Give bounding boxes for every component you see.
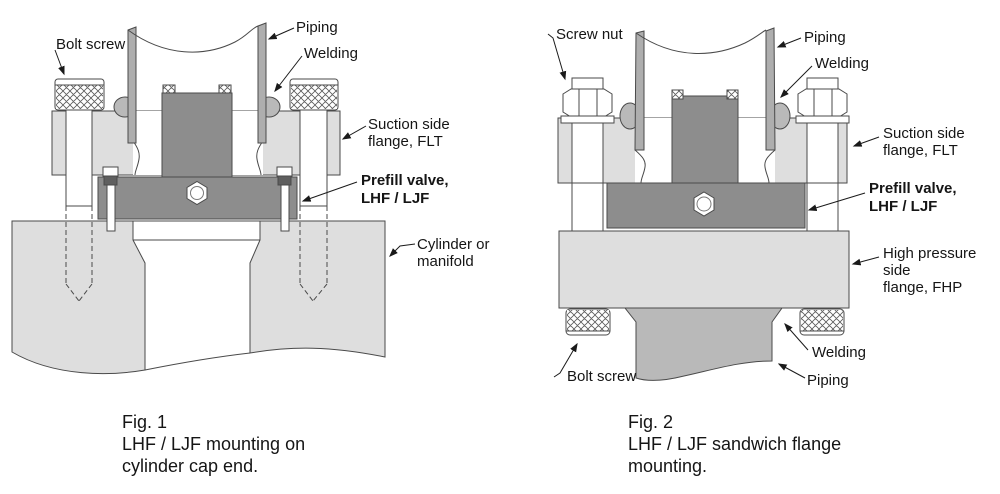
fig1-caption: Fig. 1 LHF / LJF mounting on cylinder ca… (122, 411, 305, 477)
fig1-leader-cylinder (389, 243, 416, 257)
fig2-label-hp-flange: High pressure side flange, FHP (883, 245, 977, 296)
fig1-caption-text: LHF / LJF mounting on cylinder cap end. (122, 434, 306, 476)
fig1-label-bolt-screw: Bolt screw (56, 36, 126, 53)
fig2-bottom-piping (623, 307, 783, 381)
fig1-poppet-seal-right (218, 84, 232, 94)
fig1-label-prefill-valve: Prefill valve, LHF / LJF (361, 172, 449, 207)
fig1-cylinder-manifold (11, 206, 386, 375)
fig2-leader-lines (547, 33, 880, 379)
fig2-leader-hp-flange (851, 256, 880, 266)
fig2-poppet-seal-right (726, 89, 739, 100)
fig2-label-bolt-screw: Bolt screw (567, 368, 637, 385)
fig2-leader-bolt-screw (553, 342, 578, 378)
fig1-leader-piping (267, 27, 295, 40)
fig1-bolt-screw-left (54, 78, 105, 207)
fig2-caption-number: Fig. 2 (628, 412, 674, 432)
fig1-piping (127, 22, 267, 144)
fig2-caption-text: LHF / LJF sandwich flange mounting. (628, 434, 842, 476)
fig2-bottom-bolt-screws (565, 308, 845, 336)
fig2-label-screw-nut: Screw nut (556, 26, 623, 43)
fig2-leader-piping-bottom (777, 363, 806, 379)
fig2-caption: Fig. 2 LHF / LJF sandwich flange mountin… (628, 411, 841, 477)
fig1-valve-poppet (161, 84, 233, 178)
fig2-leader-suction-flange (852, 136, 880, 147)
fig2-screw-nut-right (795, 77, 850, 124)
fig1-leader-suction-flange (341, 125, 367, 140)
fig1-label-cylinder: Cylinder or manifold (417, 236, 490, 270)
fig2-leader-prefill-valve (807, 192, 866, 212)
fig2-label-suction-flange: Suction side flange, FLT (883, 125, 965, 159)
fig2-label-piping-top: Piping (804, 29, 846, 46)
fig1-label-piping: Piping (296, 19, 338, 36)
fig1-leader-lines (54, 27, 416, 257)
fig1-label-welding: Welding (304, 45, 358, 62)
fig1-bolt-screw-right (289, 78, 339, 207)
fig2-hp-flange-fhp (558, 230, 850, 309)
fig1-leader-prefill-valve (301, 181, 358, 202)
fig1-prefill-valve-body (97, 176, 298, 220)
fig2-leader-piping-top (776, 37, 802, 48)
fig2-poppet-seal-left (671, 89, 684, 100)
fig2-label-welding-top: Welding (815, 55, 869, 72)
fig2-prefill-valve-body (606, 182, 806, 229)
fig2-valve-poppet (671, 89, 739, 184)
fig1-leader-welding (274, 55, 303, 93)
fig2-leader-welding-top (780, 65, 813, 98)
fig1-valve-studs (102, 166, 293, 232)
fig1-leader-bolt-screw (54, 49, 65, 76)
fig2-leader-welding-bottom (784, 322, 809, 351)
fig2-label-welding-bottom: Welding (812, 344, 866, 361)
fig1-caption-number: Fig. 1 (122, 412, 168, 432)
fig2-bolt-shafts (571, 182, 839, 232)
fig1-poppet-seal-left (162, 84, 176, 94)
fig2-leader-screw-nut (547, 33, 567, 81)
fig2-piping-top (634, 27, 776, 151)
fig2-screw-nut-left (560, 77, 615, 124)
fig2-label-piping-bottom: Piping (807, 372, 849, 389)
fig2-label-prefill-valve: Prefill valve, LHF / LJF (869, 180, 957, 215)
fig1-label-suction-flange: Suction side flange, FLT (368, 116, 450, 150)
